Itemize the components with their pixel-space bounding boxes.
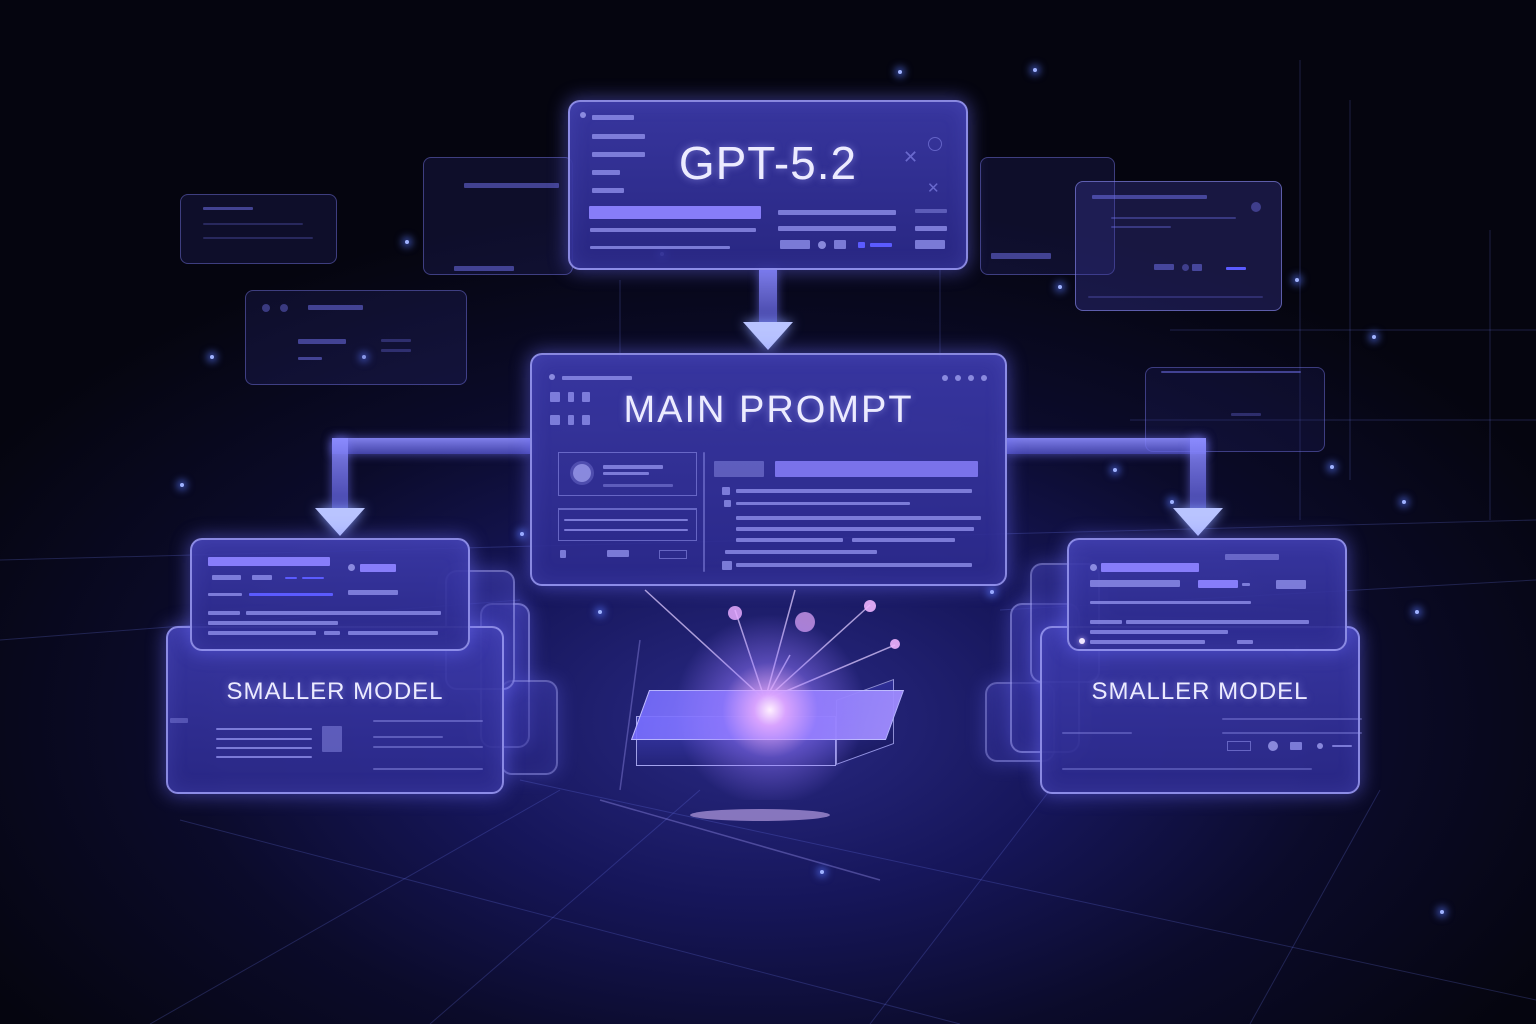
left-model-back-card: SMALLER MODEL: [166, 626, 504, 794]
left-model-label: SMALLER MODEL: [226, 678, 444, 705]
gpt-node: ✕ ✕ GPT-5.2: [568, 100, 968, 270]
close-icon: ✕: [927, 180, 940, 197]
background-panel-far-left: [180, 194, 337, 264]
close-icon: ✕: [903, 147, 919, 167]
gpt-node-label: GPT-5.2: [678, 137, 858, 189]
background-panel-left: [245, 290, 467, 385]
grid-icon: [550, 392, 560, 402]
main-prompt-label: MAIN PROMPT: [623, 389, 914, 431]
background-panel-right: [1075, 181, 1282, 311]
background-panel-far-right: [1145, 367, 1325, 452]
background-panel-behind-top-left: [423, 157, 573, 275]
left-model-front-card: [190, 538, 470, 651]
right-model-back-card: SMALLER MODEL: [1040, 626, 1362, 794]
background-panel-behind-top-right: [980, 157, 1115, 275]
main-prompt-node: MAIN PROMPT: [530, 353, 1007, 586]
circle-icon: [928, 137, 942, 151]
avatar-icon: [573, 464, 591, 482]
right-model-label: SMALLER MODEL: [1091, 678, 1309, 705]
right-model-front-card: [1067, 538, 1347, 651]
